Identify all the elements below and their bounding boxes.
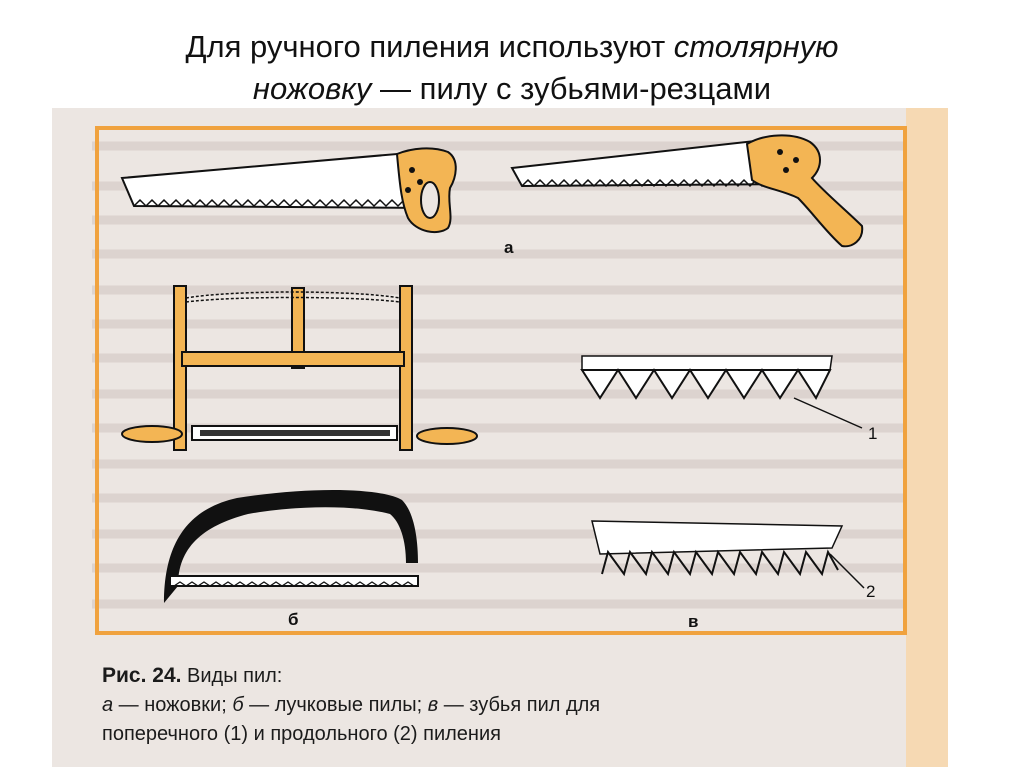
label-v: в (688, 612, 699, 631)
caption-a-text: — ножовки; (113, 694, 233, 716)
title-line2: ножовку — пилу с зубьями-резцами (0, 68, 1024, 110)
slide-title: Для ручного пиления используют столярную… (0, 26, 1024, 110)
frame-saw-wooden (121, 285, 478, 451)
background-texture (92, 141, 922, 609)
title-line1-italic: столярную (673, 29, 839, 64)
figure-caption: Рис. 24. Виды пил: а — ножовки; б — лучк… (102, 661, 902, 749)
title-line2-italic: ножовку (252, 71, 372, 106)
caption-b-text: — лучковые пилы; (243, 694, 428, 716)
teeth-crosscut (580, 355, 863, 429)
label-a: а (504, 238, 514, 257)
caption-a: а (102, 694, 114, 716)
page-edge (906, 108, 948, 767)
figure-drawing (92, 108, 948, 767)
label-b: б (288, 610, 299, 629)
saw-types-figure: а 1 2 б в Рис. 24. Виды пил: а — ножовки… (52, 108, 948, 767)
caption-b: б (232, 694, 244, 716)
title-line1-plain: Для ручного пиления используют (185, 29, 674, 64)
caption-head: Рис. 24. (102, 664, 182, 687)
frame-saw-metal (164, 489, 419, 603)
caption-line1: Рис. 24. Виды пил: (102, 661, 902, 691)
caption-v: в (427, 694, 439, 716)
caption-line3: поперечного (1) и продольного (2) пилени… (102, 723, 501, 745)
handsaw-right (510, 134, 864, 248)
figure-frame (95, 126, 907, 635)
label-2: 2 (866, 582, 876, 601)
caption-line2: а — ножовки; б — лучковые пилы; в — зубь… (102, 691, 902, 720)
teeth-ripcut (591, 520, 865, 589)
handsaw-left (120, 147, 457, 234)
caption-v-text: — зубья пил для (438, 694, 601, 716)
title-line2-plain: — пилу с зубьями-резцами (371, 71, 772, 106)
caption-head-rest: Виды пил: (181, 665, 283, 687)
label-1: 1 (868, 424, 878, 443)
